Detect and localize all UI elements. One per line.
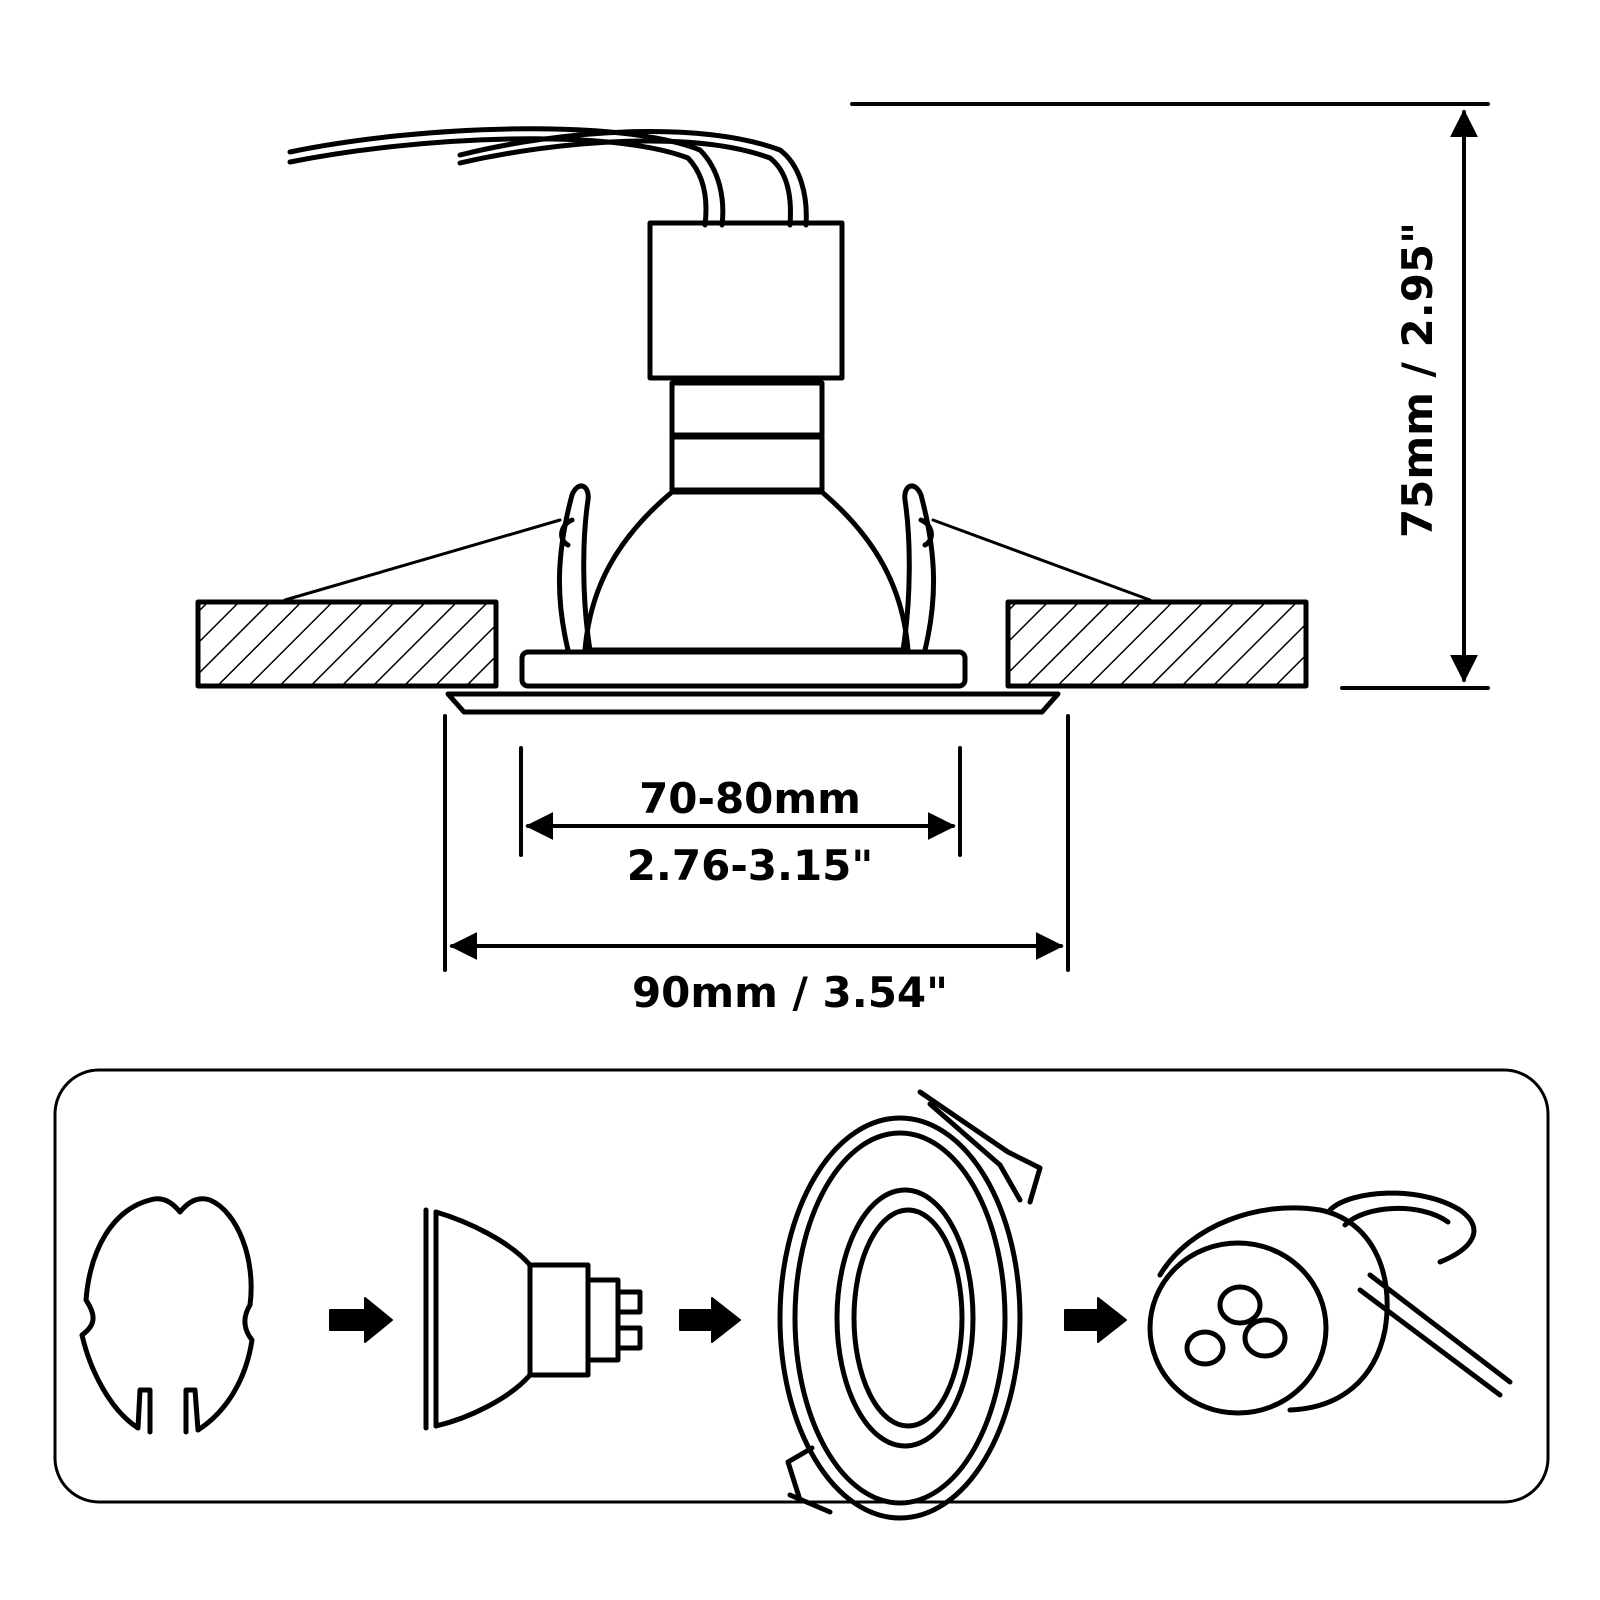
spring-clip-icon — [79, 1196, 255, 1435]
cutout-inch-label: 2.76-3.15" — [626, 841, 874, 890]
ceiling-right — [1005, 599, 1309, 689]
gu10-bulb-icon — [423, 1207, 643, 1431]
trim-flange — [445, 691, 1061, 715]
gu10-socket-icon — [1147, 1190, 1513, 1416]
spring-clip-right — [900, 483, 1152, 653]
bulb-base — [669, 380, 825, 438]
ceiling-left — [195, 599, 499, 689]
outer-diameter-label: 90mm / 3.54" — [631, 968, 949, 1017]
spring-clip-left — [283, 483, 593, 653]
cutout-mm-label: 70-80mm — [639, 774, 861, 823]
step-arrow-2 — [679, 1297, 741, 1343]
wires — [287, 126, 809, 228]
downlight-frame-icon — [777, 1089, 1043, 1521]
socket-block — [647, 220, 845, 381]
reflector — [582, 489, 911, 653]
step-arrow-3 — [1064, 1297, 1127, 1343]
step-arrow-1 — [329, 1297, 393, 1343]
trim-inner — [519, 649, 968, 689]
height-label: 75mm / 2.95" — [1393, 221, 1442, 539]
